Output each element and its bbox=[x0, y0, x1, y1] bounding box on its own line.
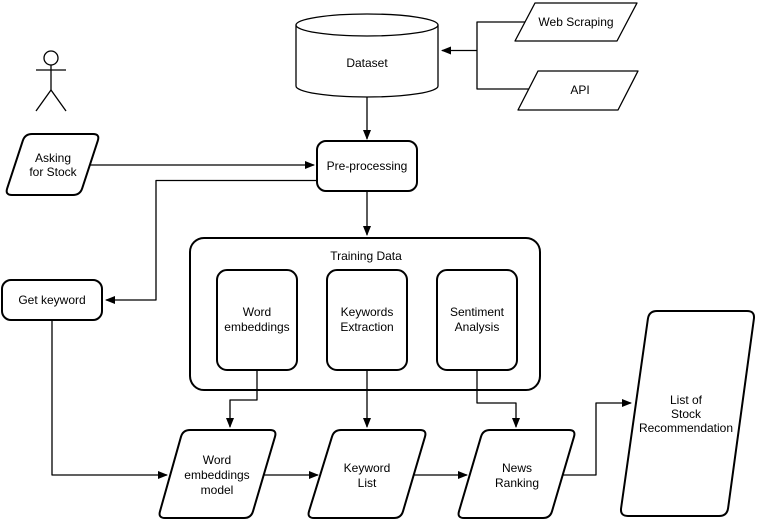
edge-get-keyword-to-model bbox=[51, 320, 168, 479]
node-word-embeddings-model: Word embeddings model bbox=[158, 429, 277, 519]
node-label-line: Sentiment bbox=[450, 305, 505, 319]
node-label-line: Ranking bbox=[495, 476, 539, 490]
node-label-line: embeddings bbox=[224, 320, 289, 334]
node-label-line: for Stock bbox=[29, 165, 77, 179]
node-label-line: Asking bbox=[35, 151, 71, 165]
node-get-keyword: Get keyword bbox=[1, 279, 103, 321]
edge-news-ranking-to-recommendation bbox=[563, 399, 632, 476]
edge-preprocessing-to-get-keyword bbox=[105, 179, 317, 304]
node-label-line: embeddings bbox=[184, 468, 249, 482]
user-actor-icon bbox=[35, 50, 67, 112]
node-web-scraping: Web Scraping bbox=[514, 2, 638, 42]
node-label-line: List bbox=[358, 476, 377, 490]
edges bbox=[51, 21, 632, 479]
node-label-line: Extraction bbox=[340, 320, 393, 334]
edge-sentiment-to-news-ranking bbox=[476, 370, 520, 428]
node-label-line: Word bbox=[203, 453, 231, 467]
node-news-ranking: News Ranking bbox=[457, 429, 576, 519]
node-label: API bbox=[570, 83, 589, 97]
node-word-embeddings: Word embeddings bbox=[216, 269, 298, 371]
node-dataset: Dataset bbox=[295, 13, 439, 98]
node-label: Pre-processing bbox=[327, 159, 408, 173]
node-label-line: List of bbox=[670, 393, 703, 407]
edge-sources-junction bbox=[476, 21, 529, 90]
node-keywords-extraction: Keywords Extraction bbox=[326, 269, 408, 371]
node-label-line: Analysis bbox=[455, 320, 500, 334]
node-list-of-stock-recommendation: List of Stock Recommendation bbox=[619, 310, 756, 517]
node-api: API bbox=[517, 70, 639, 111]
node-label: Training Data bbox=[330, 249, 402, 263]
node-keyword-list: Keyword List bbox=[307, 429, 427, 519]
node-label-line: Word bbox=[243, 305, 271, 319]
edge-word-embeddings-to-model bbox=[226, 370, 258, 428]
node-label-line: Keywords bbox=[341, 305, 394, 319]
node-label: Get keyword bbox=[18, 293, 85, 307]
node-asking-for-stock: Asking for Stock bbox=[5, 133, 100, 196]
node-label-line: Keyword bbox=[344, 461, 391, 475]
node-pre-processing: Pre-processing bbox=[316, 140, 418, 192]
node-label-line: Recommendation bbox=[639, 421, 733, 435]
node-label-line: Stock bbox=[671, 407, 702, 421]
node-sentiment-analysis: Sentiment Analysis bbox=[436, 269, 518, 371]
node-label-line: News bbox=[502, 461, 532, 475]
node-label-line: model bbox=[201, 483, 234, 497]
node-label: Dataset bbox=[346, 56, 388, 70]
node-label: Web Scraping bbox=[538, 15, 613, 29]
